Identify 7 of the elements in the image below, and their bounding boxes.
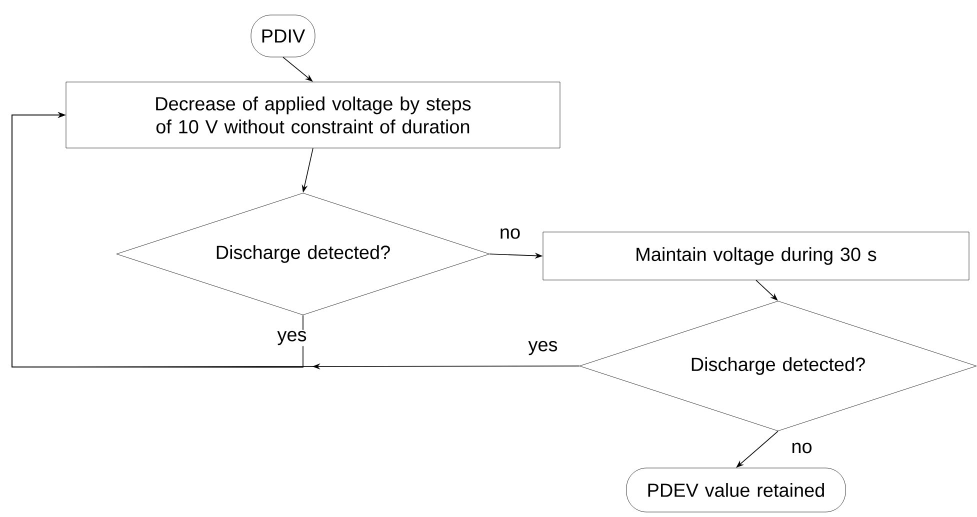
- edge-label: yes: [276, 330, 308, 346]
- arrow: [12, 112, 580, 370]
- edge-label: no: [790, 442, 814, 454]
- process-box: Decrease of applied voltage by steps of 10 V without constraint of duration: [66, 82, 560, 148]
- edge-label: yes: [527, 340, 559, 356]
- process-box: Maintain voltage during 30 s: [542, 232, 970, 280]
- edge-label: no: [498, 227, 522, 240]
